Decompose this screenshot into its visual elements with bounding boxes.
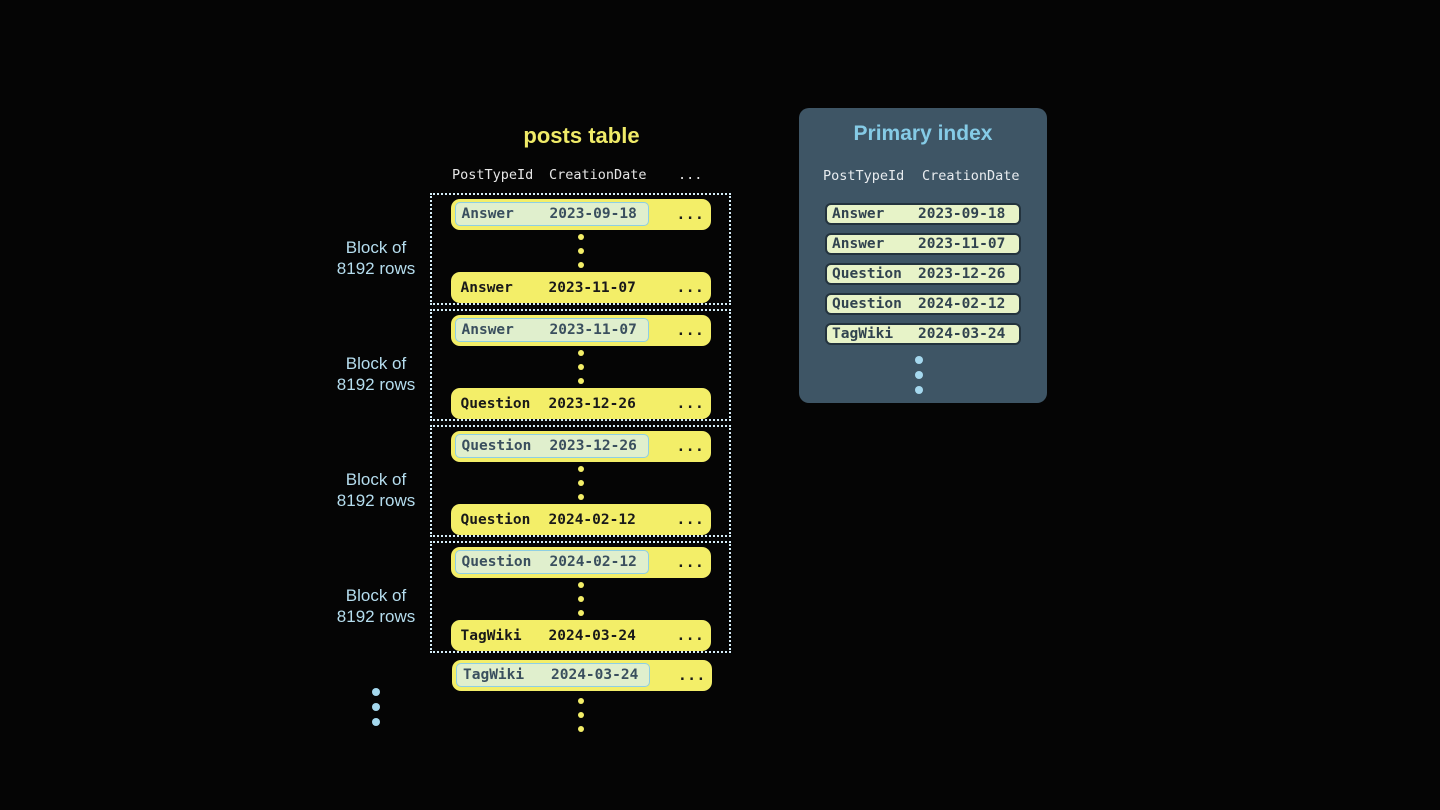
rows-ellipsis-dots [577, 230, 584, 272]
indexed-values-highlight: TagWiki 2024-03-24 [456, 663, 650, 687]
row-creationdate: 2024-03-24 [551, 667, 639, 683]
block-label-line2: 8192 rows [336, 375, 416, 394]
row-creationdate: 2023-12-26 [549, 438, 637, 454]
block-label-line1: Block of [345, 238, 407, 257]
row-fields: Question 2023-12-26 [461, 388, 636, 419]
row-creationdate: 2024-02-12 [548, 511, 636, 528]
row-more-ellipsis: ... [676, 322, 705, 339]
table-row: Question 2024-02-12 ... [450, 547, 711, 578]
primary-index-column-headers: PostTypeId CreationDate [823, 168, 1033, 185]
table-row: Answer 2023-11-07 ... [450, 272, 711, 303]
row-fields: TagWiki 2024-03-24 [461, 620, 636, 651]
rows-ellipsis-dots [577, 346, 584, 388]
row-block-4: Question 2024-02-12 ... TagWiki 2024-03-… [430, 541, 731, 653]
row-more-ellipsis: ... [676, 554, 705, 571]
index-entry: TagWiki 2024-03-24 [825, 323, 1021, 345]
row-more-ellipsis: ... [676, 511, 705, 528]
row-posttypeid: Answer [461, 322, 514, 338]
block-label-1: Block of 8192 rows [276, 237, 476, 279]
table-row: Answer 2023-11-07 ... [450, 315, 711, 346]
primary-index-title: Primary index [853, 122, 993, 145]
row-block-2: Answer 2023-11-07 ... Question 2023-12-2… [430, 309, 731, 421]
table-row: Question 2023-12-26 ... [450, 388, 711, 419]
row-posttypeid: Answer [461, 206, 514, 222]
row-more-ellipsis: ... [676, 206, 705, 223]
row-block-1: Answer 2023-09-18 ... Answer 2023-11-07 … [430, 193, 731, 305]
row-posttypeid: Question [461, 554, 532, 570]
table-row: Question 2024-02-12 ... [450, 504, 711, 535]
index-entry: Question 2023-12-26 [825, 263, 1021, 285]
table-row-trailing: TagWiki 2024-03-24 ... [452, 660, 712, 691]
table-row: Answer 2023-09-18 ... [450, 199, 711, 230]
indexed-values-highlight: Answer 2023-09-18 [454, 202, 649, 226]
row-posttypeid: Question [460, 511, 531, 528]
column-header-posttypeid: PostTypeId [452, 167, 534, 183]
row-posttypeid: Question [460, 395, 531, 412]
row-creationdate: 2024-03-24 [548, 627, 636, 644]
row-creationdate: 2023-09-18 [549, 206, 637, 222]
row-posttypeid: TagWiki [463, 667, 525, 683]
column-header-posttypeid: PostTypeId [823, 168, 905, 184]
indexed-values-highlight: Question 2024-02-12 [454, 550, 649, 574]
row-posttypeid: TagWiki [460, 627, 522, 644]
row-creationdate: 2023-12-26 [548, 395, 636, 412]
block-label-line2: 8192 rows [336, 607, 416, 626]
table-row: Question 2023-12-26 ... [450, 431, 711, 462]
row-creationdate: 2023-11-07 [549, 322, 637, 338]
index-creationdate: 2023-11-07 [918, 236, 1006, 252]
primary-index-panel: Primary index PostTypeId CreationDate An… [799, 108, 1047, 403]
index-creationdate: 2023-09-18 [918, 206, 1006, 222]
block-label-line1: Block of [345, 470, 407, 489]
blocks-continue-ellipsis-dots [372, 684, 380, 729]
column-header-creationdate: CreationDate [549, 167, 647, 183]
index-entry: Question 2024-02-12 [825, 293, 1021, 315]
row-creationdate: 2023-11-07 [548, 279, 636, 296]
block-label-2: Block of 8192 rows [276, 353, 476, 395]
row-more-ellipsis: ... [676, 627, 705, 644]
row-more-ellipsis: ... [676, 279, 705, 296]
index-creationdate: 2023-12-26 [918, 266, 1006, 282]
posts-table-title: posts table [523, 123, 640, 148]
indexed-values-highlight: Question 2023-12-26 [454, 434, 649, 458]
rows-ellipsis-dots [577, 462, 584, 504]
row-more-ellipsis: ... [678, 667, 706, 684]
row-fields: Answer 2023-11-07 [461, 272, 636, 303]
index-posttypeid: TagWiki [832, 326, 894, 342]
table-continues-ellipsis-dots [578, 694, 584, 736]
column-header-creationdate: CreationDate [922, 168, 1020, 184]
block-label-line2: 8192 rows [336, 259, 416, 278]
row-more-ellipsis: ... [676, 438, 705, 455]
index-posttypeid: Answer [832, 206, 885, 222]
rows-ellipsis-dots [577, 578, 584, 620]
row-block-3: Question 2023-12-26 ... Question 2024-02… [430, 425, 731, 537]
index-creationdate: 2024-03-24 [918, 326, 1006, 342]
row-fields: Question 2024-02-12 [461, 504, 636, 535]
row-posttypeid: Question [461, 438, 532, 454]
block-label-4: Block of 8192 rows [276, 585, 476, 627]
index-creationdate: 2024-02-12 [918, 296, 1006, 312]
column-header-more: ... [678, 167, 703, 183]
posts-table-column-headers: PostTypeId CreationDate ... [452, 167, 732, 184]
table-row: TagWiki 2024-03-24 ... [450, 620, 711, 651]
indexed-values-highlight: Answer 2023-11-07 [454, 318, 649, 342]
row-posttypeid: Answer [460, 279, 513, 296]
block-label-line2: 8192 rows [336, 491, 416, 510]
index-continues-ellipsis-dots [915, 352, 923, 397]
row-more-ellipsis: ... [676, 395, 705, 412]
row-creationdate: 2024-02-12 [549, 554, 637, 570]
index-posttypeid: Question [832, 296, 902, 312]
index-posttypeid: Answer [832, 236, 885, 252]
index-posttypeid: Question [832, 266, 902, 282]
block-label-line1: Block of [345, 586, 407, 605]
index-entry: Answer 2023-09-18 [825, 203, 1021, 225]
index-entry: Answer 2023-11-07 [825, 233, 1021, 255]
block-label-line1: Block of [345, 354, 407, 373]
block-label-3: Block of 8192 rows [276, 469, 476, 511]
